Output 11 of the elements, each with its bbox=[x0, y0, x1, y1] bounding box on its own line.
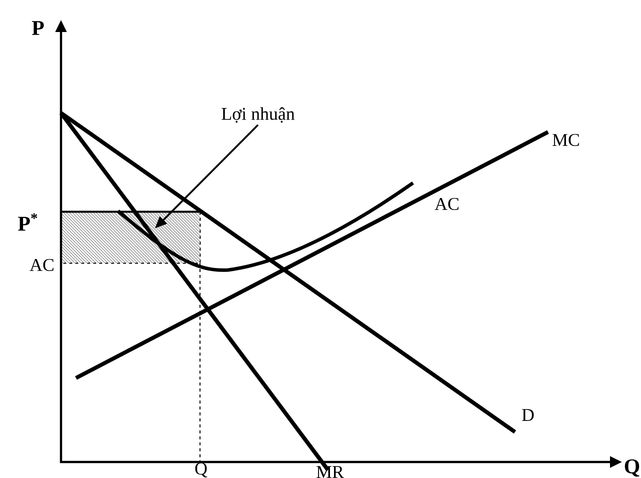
profit-area bbox=[60, 210, 201, 264]
axis-label: P bbox=[32, 21, 44, 35]
price-label: P$^{*}$ bbox=[18, 213, 38, 231]
cost-label: AC bbox=[30, 258, 54, 272]
curve-label: AC bbox=[434, 198, 458, 210]
curve-label: MC bbox=[552, 134, 579, 146]
callout-text: Lợi nhuận bbox=[222, 107, 295, 123]
axis-label: Q bbox=[624, 459, 640, 477]
curve-label: D bbox=[522, 409, 534, 421]
curve-label: MR bbox=[316, 466, 344, 478]
quantity-label: Q bbox=[195, 462, 208, 478]
